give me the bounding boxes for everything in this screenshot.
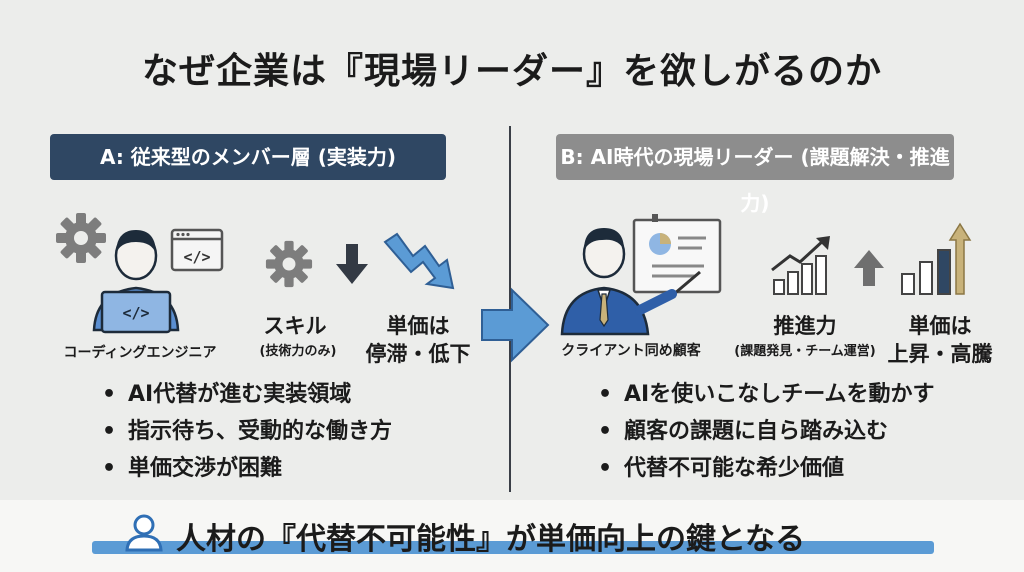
list-item: 指示待ち、受動的な働き方 xyxy=(102,413,392,450)
list-item: 代替不可能な希少価値 xyxy=(598,450,935,487)
left-price-label-1: 単価は xyxy=(386,314,450,338)
user-icon xyxy=(125,514,163,552)
footer-highlight-bar xyxy=(92,541,934,554)
bar-chart-up-icon xyxy=(901,222,972,295)
presenter-icon xyxy=(560,214,722,336)
skill-gear-icon xyxy=(265,240,313,288)
right-arrow-icon xyxy=(481,287,550,363)
code-window-icon: </> xyxy=(170,228,224,272)
down-arrow-icon xyxy=(336,244,368,284)
list-item: 単価交渉が困難 xyxy=(102,450,392,487)
svg-text:</>: </> xyxy=(122,304,149,322)
presenter-label: クライアント同め顧客 xyxy=(561,343,701,359)
right-header: B: AI時代の現場リーダー (課題解決・推進力) xyxy=(556,134,954,215)
svg-text:</>: </> xyxy=(183,248,210,266)
list-item: AI代替が進む実装領域 xyxy=(102,376,392,413)
footer-message: 人材の『代替不可能性』が単価向上の鍵となる xyxy=(176,522,806,557)
left-price-label-2: 停滞・低下 xyxy=(365,342,471,366)
up-arrow-icon xyxy=(854,250,884,286)
gear-icon xyxy=(56,213,106,263)
zigzag-down-arrow-icon xyxy=(383,232,455,290)
right-price-label-1: 単価は xyxy=(908,314,972,338)
list-item: 顧客の課題に自ら踏み込む xyxy=(598,413,935,450)
page-title: なぜ企業は『現場リーダー』を欲しがるのか xyxy=(141,51,882,92)
drive-sub-label: (課題発見・チーム運営) xyxy=(734,344,876,359)
growth-chart-icon xyxy=(771,236,830,295)
skill-sub-label: (技術力のみ) xyxy=(259,344,337,359)
skill-label: スキル xyxy=(263,314,327,338)
right-bullet-list: AIを使いこなしチームを動かす 顧客の課題に自ら踏み込む 代替不可能な希少価値 xyxy=(598,376,935,487)
drive-label: 推進力 xyxy=(773,314,837,338)
left-bullet-list: AI代替が進む実装領域 指示待ち、受動的な働き方 単価交渉が困難 xyxy=(102,376,392,487)
list-item: AIを使いこなしチームを動かす xyxy=(598,376,935,413)
engineer-label: コーディングエンジニア xyxy=(63,345,217,361)
right-price-label-2: 上昇・高騰 xyxy=(887,342,993,366)
left-header: A: 従来型のメンバー層 (実装力) xyxy=(50,134,446,180)
engineer-laptop-icon: </> xyxy=(92,230,180,334)
footer-band xyxy=(0,500,1024,572)
